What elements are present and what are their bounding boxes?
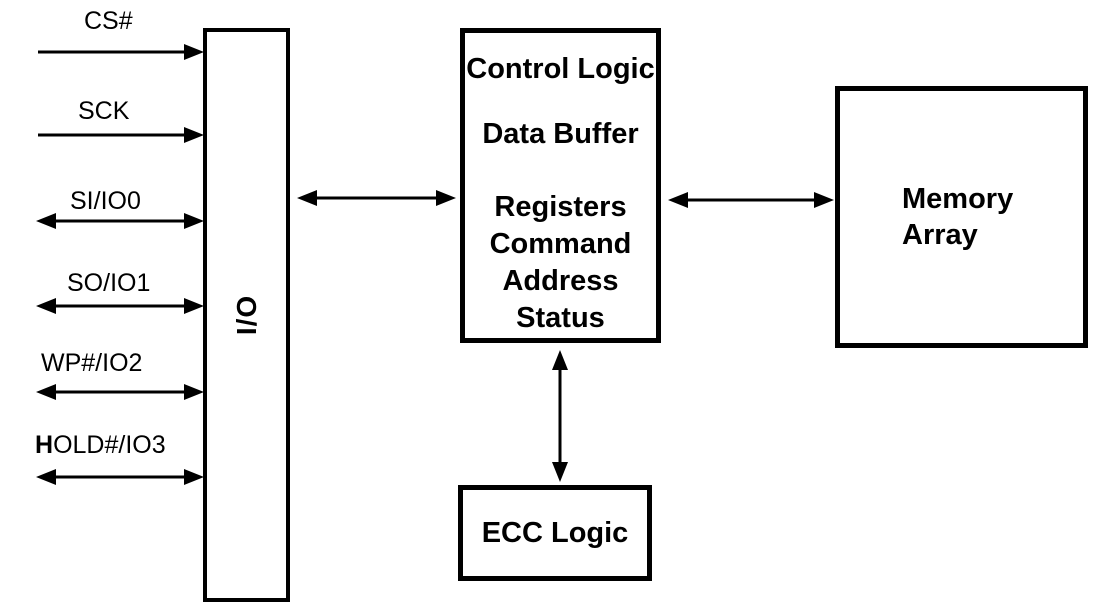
- signal-label-so-io1: SO/IO1: [67, 269, 151, 297]
- io-to-control-arrow: [297, 190, 456, 206]
- ecc-logic-label: ECC Logic: [481, 516, 629, 549]
- sck-arrow: [38, 127, 204, 143]
- address-label: Address: [502, 265, 619, 297]
- memory-array-block: Memory Array: [835, 86, 1088, 348]
- ecc-logic-block: ECC Logic: [458, 485, 652, 581]
- wp-io2-arrow: [36, 384, 204, 400]
- control-to-memory-arrow: [668, 192, 834, 208]
- command-label: Command: [489, 228, 632, 260]
- io-block-label: I/O: [230, 294, 262, 336]
- registers-label: Registers: [494, 191, 627, 223]
- control-to-ecc-arrow: [552, 350, 568, 482]
- control-logic-block: Control Logic Data Buffer Registers Comm…: [460, 28, 661, 343]
- hold-io3-arrow: [36, 469, 204, 485]
- io-block: I/O: [203, 28, 290, 602]
- cs-arrow: [38, 44, 204, 60]
- signal-label-si-io0: SI/IO0: [70, 187, 141, 215]
- si-io0-arrow: [36, 213, 204, 229]
- memory-array-label: Memory Array: [902, 183, 1014, 251]
- signal-label-sck: SCK: [78, 97, 130, 125]
- so-io1-arrow: [36, 298, 204, 314]
- status-label: Status: [516, 302, 605, 334]
- signal-label-hold-io3: HOLD#/IO3: [35, 431, 166, 459]
- control-logic-title: Control Logic: [466, 53, 655, 85]
- signal-label-wp-io2: WP#/IO2: [41, 349, 143, 377]
- signal-label-cs: CS#: [84, 7, 133, 35]
- data-buffer-label: Data Buffer: [482, 118, 639, 150]
